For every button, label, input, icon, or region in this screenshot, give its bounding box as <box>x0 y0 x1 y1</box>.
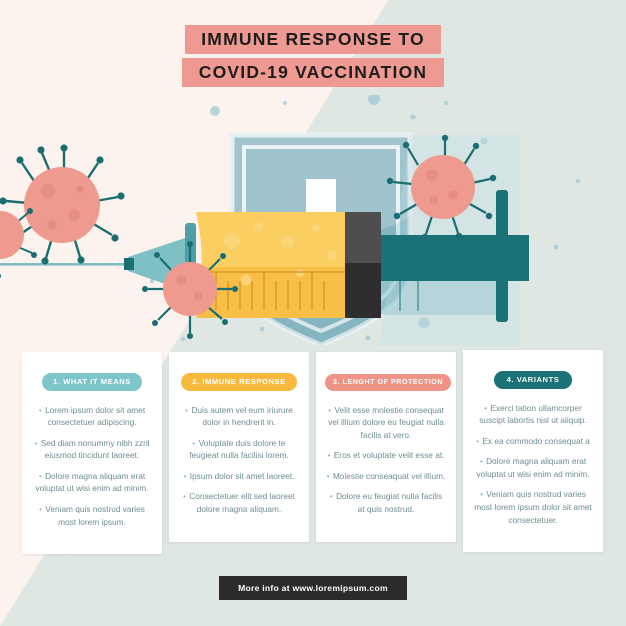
bullet-dot-icon: • <box>329 491 333 502</box>
footer: More info at www.loremipsum.com <box>0 576 626 600</box>
list-item: • Dolore eu feugiat nulla facilis at qui… <box>325 490 447 515</box>
card-1-bullet-list: • Lorem ipsum dolor sit amet consectetue… <box>31 404 153 529</box>
bullet-text: Veniam quis nostrud varies most lorem ip… <box>474 489 592 525</box>
card-1-badge: 1. WHAT IT MEANS <box>42 372 142 391</box>
more-info-link[interactable]: More info at www.loremipsum.com <box>219 576 407 600</box>
shield-syringe-virus-illustration <box>0 95 580 345</box>
card-4-badge-row: 4. VARIANTS <box>472 369 594 389</box>
bullet-text: Ipsum dolor sit amet laoreet. <box>189 470 295 481</box>
bullet-dot-icon: • <box>327 450 331 461</box>
info-cards-row: 1. WHAT IT MEANS • Lorem ipsum dolor sit… <box>22 350 604 555</box>
bullet-dot-icon: • <box>38 470 42 481</box>
bullet-dot-icon: • <box>39 504 42 515</box>
bullet-dot-icon: • <box>326 470 330 481</box>
bullet-text: Veniam quis nostrud varies most lorem ip… <box>45 504 145 527</box>
card-2-badge: 2. IMMUNE RESPONSE <box>181 372 297 391</box>
list-item: • Duis autem vel eum iriurure dolor in h… <box>178 404 300 429</box>
list-item: • Sed diam nonummy nibh zzril eiusmod ti… <box>31 437 153 462</box>
bullet-dot-icon: • <box>480 489 483 500</box>
card-4-badge: 4. VARIANTS <box>493 370 573 389</box>
bullet-text: Sed diam nonummy nibh zzril eiusmod tinc… <box>40 437 150 461</box>
bullet-text: Molestie conseaquat vel illium. <box>332 470 446 481</box>
bullet-text: Eros et voluptate velit esse at. <box>333 450 445 461</box>
info-card-1[interactable]: 1. WHAT IT MEANS • Lorem ipsum dolor sit… <box>22 352 162 555</box>
title-line-1: IMMUNE RESPONSE TO <box>185 25 441 54</box>
card-2-badge-row: 2. IMMUNE RESPONSE <box>178 371 300 391</box>
bullet-dot-icon: • <box>328 404 332 415</box>
bullet-dot-icon: • <box>183 491 186 502</box>
syringe-graphic <box>0 190 529 322</box>
list-item: • Dolore magna aliquam erat voluptat ut … <box>31 470 153 495</box>
list-item: • Velit esse molestie consequat vel illi… <box>325 404 447 442</box>
bullet-dot-icon: • <box>34 437 38 448</box>
bullet-dot-icon: • <box>183 470 187 481</box>
bullet-dot-icon: • <box>476 435 480 446</box>
virus-particle-right <box>386 134 497 241</box>
bullet-text: Velit esse molestie consequat vel illium… <box>328 404 444 440</box>
bullet-text: Voluptate duis dolore te feugieat nulla … <box>189 437 289 461</box>
bullet-dot-icon: • <box>38 404 42 415</box>
bullet-text: Exerci tation ullamcorper suscipt labort… <box>479 402 587 426</box>
card-1-badge-row: 1. WHAT IT MEANS <box>31 371 153 391</box>
bullet-dot-icon: • <box>479 456 483 467</box>
bullet-dot-icon: • <box>484 402 488 413</box>
info-card-3[interactable]: 3. LENGHT OF PROTECTION • Velit esse mol… <box>316 352 456 542</box>
list-item: • Veniam quis nostrud varies most lorem … <box>31 503 153 528</box>
list-item: • Lorem ipsum dolor sit amet consectetue… <box>31 404 153 429</box>
list-item: • Voluptate duis dolore te feugieat null… <box>178 437 300 462</box>
virus-body <box>24 167 100 243</box>
info-card-2[interactable]: 2. IMMUNE RESPONSE • Duis autem vel eum … <box>169 352 309 542</box>
list-item: • Ipsum dolor sit amet laoreet. <box>178 470 300 483</box>
syringe-needle <box>0 263 128 266</box>
poster-title: IMMUNE RESPONSE TO COVID-19 VACCINATION <box>0 25 626 87</box>
card-2-bullet-list: • Duis autem vel eum iriurure dolor in h… <box>178 404 300 516</box>
syringe-stopper-lower <box>345 263 381 318</box>
syringe-liquid-bubbles <box>224 222 337 286</box>
list-item: • Exerci tation ullamcorper suscipt labo… <box>472 402 594 427</box>
virus-particle-bottom-left <box>142 241 238 339</box>
bullet-text: Lorem ipsum dolor sit amet consectetuer … <box>45 404 146 428</box>
bullet-dot-icon: • <box>192 437 196 448</box>
bullet-text: Dolore magna aliquam erat voluptat ut wi… <box>35 470 149 494</box>
list-item: • Eros et voluptate velit esse at. <box>325 449 447 462</box>
bullet-text: Dolore magna aliquam erat voluptat ut wi… <box>476 456 590 479</box>
bullet-text: Duis autem vel eum iriurure dolor in hen… <box>191 404 293 428</box>
bullet-text: Dolore eu feugiat nulla facilis at quis … <box>336 491 443 515</box>
list-item: • Dolore magna aliquam erat voluptat ut … <box>472 455 594 480</box>
list-item: • Consectetuer elit sed laoreet dolore m… <box>178 490 300 515</box>
card-3-badge-row: 3. LENGHT OF PROTECTION <box>325 371 451 391</box>
bullet-text: Consectetuer elit sed laoreet dolore mag… <box>189 491 295 515</box>
virus-particle-small-far-left <box>0 208 37 279</box>
syringe-thumb-rest <box>496 190 508 322</box>
list-item: • Veniam quis nostrud varies most lorem … <box>472 488 594 526</box>
card-3-bullet-list: • Velit esse molestie consequat vel illi… <box>325 404 447 516</box>
card-3-badge: 3. LENGHT OF PROTECTION <box>325 373 451 391</box>
card-4-bullet-list: • Exerci tation ullamcorper suscipt labo… <box>472 402 594 527</box>
bullet-text: Ex ea commodo consequat a <box>482 435 590 446</box>
title-line-2: COVID-19 VACCINATION <box>181 58 445 87</box>
virus-particle-large-left <box>0 144 125 265</box>
info-card-4[interactable]: 4. VARIANTS • Exerci tation ullamcorper … <box>463 350 603 553</box>
list-item: • Molestie conseaquat vel illium. <box>325 470 447 483</box>
list-item: • Ex ea commodo consequat a <box>472 435 594 448</box>
bullet-dot-icon: • <box>185 404 189 415</box>
